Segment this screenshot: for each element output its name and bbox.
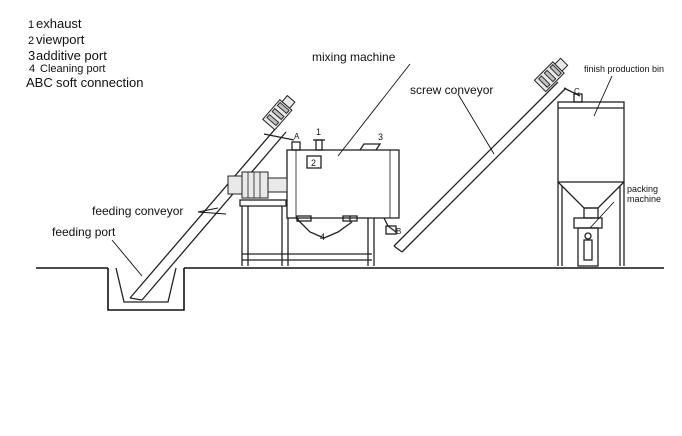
legend-text-4: Cleaning port xyxy=(40,63,105,75)
feeding-conveyor xyxy=(129,94,296,301)
legend-key-abc: ABC xyxy=(26,75,53,90)
label-feeding-port: feeding port xyxy=(52,225,116,239)
legend-text-3: additive port xyxy=(36,48,107,63)
feeding-pit xyxy=(107,268,185,311)
legend: 1 exhaust 2 viewport 3 additive port 4 C… xyxy=(26,16,143,90)
marker-1: 1 xyxy=(316,127,321,137)
finish-production-bin xyxy=(557,101,625,266)
label-feeding-conveyor: feeding conveyor xyxy=(92,204,183,218)
marker-4: 4 xyxy=(320,232,325,242)
callout-markers: 1 2 3 4 A B C xyxy=(294,87,580,242)
feeding-hopper xyxy=(115,267,177,303)
mixing-machine-motor xyxy=(227,171,288,199)
marker-2: 2 xyxy=(311,158,316,168)
legend-text-2: viewport xyxy=(36,32,85,47)
ground xyxy=(36,267,664,311)
legend-text-abc: soft connection xyxy=(56,75,143,90)
label-mixing-machine: mixing machine xyxy=(312,50,396,64)
viewport-box xyxy=(306,155,322,169)
packing-machine xyxy=(573,217,603,267)
screw-conveyor-motor xyxy=(533,57,569,93)
legend-key-3: 3 xyxy=(28,48,35,63)
label-packing: packing xyxy=(627,184,658,194)
component-labels: mixing machine screw conveyor finish pro… xyxy=(52,50,664,239)
additive-port xyxy=(359,143,382,151)
legend-key-1: 1 xyxy=(28,19,34,31)
legend-key-4: 4 xyxy=(29,63,35,75)
marker-3: 3 xyxy=(378,132,383,142)
legend-text-1: exhaust xyxy=(36,16,82,31)
soft-connection-b xyxy=(385,225,397,235)
marker-a: A xyxy=(294,132,300,141)
label-machine: machine xyxy=(627,194,661,204)
marker-c: C xyxy=(574,87,580,96)
screw-conveyor xyxy=(393,57,583,253)
marker-b: B xyxy=(396,227,401,236)
legend-key-2: 2 xyxy=(28,35,34,47)
label-screw-conveyor: screw conveyor xyxy=(410,83,493,97)
exhaust-pipe xyxy=(315,139,323,151)
soft-connection-a xyxy=(291,141,301,151)
leader-lines xyxy=(111,63,615,277)
feeding-conveyor-motor xyxy=(262,94,296,131)
label-finish-bin: finish production bin xyxy=(584,64,664,74)
